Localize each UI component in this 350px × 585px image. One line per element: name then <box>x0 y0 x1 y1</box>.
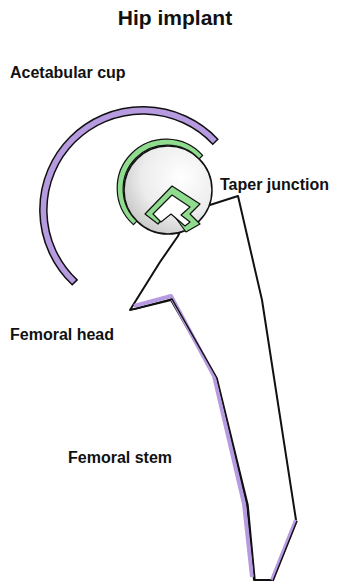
taper-sleeve <box>145 186 200 232</box>
part-label: Femoral head <box>10 326 114 344</box>
stem-coating-edge <box>135 299 297 581</box>
acetabular-cup <box>40 107 218 285</box>
stem-coating <box>134 296 296 580</box>
part-label: Taper junction <box>220 176 329 194</box>
trunnion <box>153 195 190 226</box>
part-label: Acetabular cup <box>10 64 126 82</box>
part-label: Femoral stem <box>68 449 172 467</box>
diagram-title: Hip implant <box>118 6 232 30</box>
femoral-stem <box>130 196 296 580</box>
